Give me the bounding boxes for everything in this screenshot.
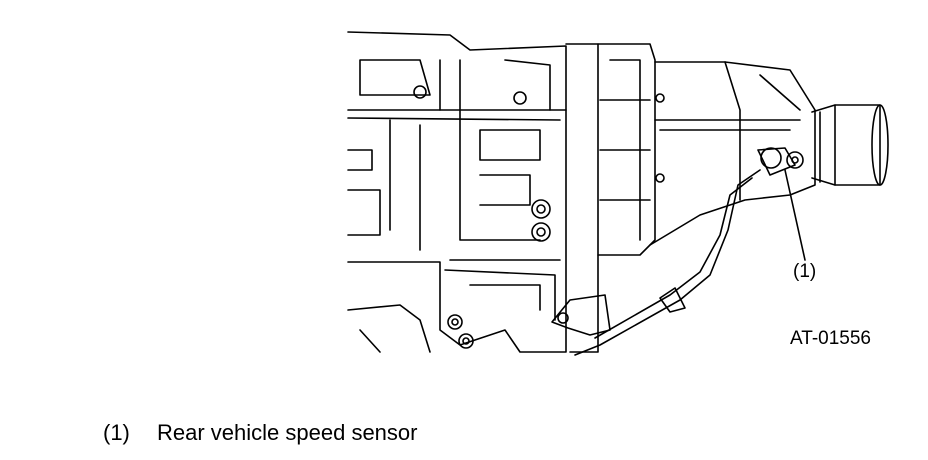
callout-label-1: (1) [793,261,817,282]
transmission-case [347,31,567,353]
figure-code: AT-01556 [790,328,871,349]
transmission-diagram [347,31,889,356]
rear-vehicle-speed-sensor [757,147,804,176]
sensor-harness [574,169,761,356]
output-yoke [811,104,889,186]
extension-flange [565,43,665,353]
harness-bracket [551,294,611,336]
case-bolts [413,85,551,349]
legend-number: (1) [103,420,130,445]
legend-item: (1) Rear vehicle speed sensor [103,422,417,444]
legend-text: Rear vehicle speed sensor [157,420,418,445]
extension-housing [649,61,816,246]
callout-leader-line [784,169,806,261]
